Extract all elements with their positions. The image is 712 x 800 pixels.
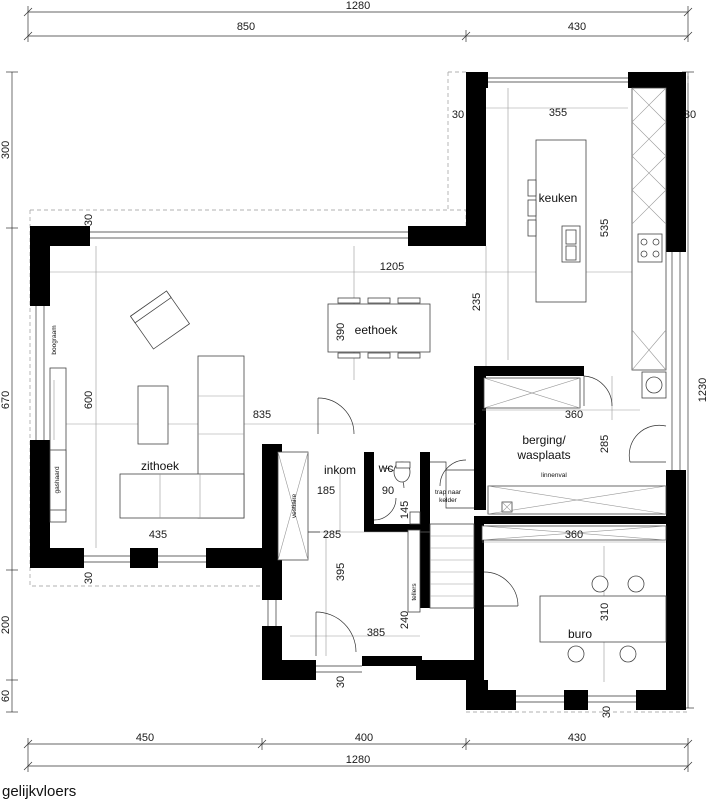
stairs xyxy=(429,461,475,609)
dining-table xyxy=(327,297,431,359)
dim-left-670: 670 xyxy=(0,391,12,409)
dim-435: 435 xyxy=(149,529,167,541)
label-trap-naar: trap naar xyxy=(435,489,462,496)
dim-30-bottom-right: 30 xyxy=(601,706,613,718)
label-keuken: keuken xyxy=(539,191,578,205)
kitchen-furniture xyxy=(527,87,667,371)
label-tellers: tellers xyxy=(411,583,418,601)
dim-bottom-mid: 400 xyxy=(355,732,373,744)
plan-caption: gelijkvloers xyxy=(2,783,76,800)
dim-30-top-a: 30 xyxy=(452,109,464,121)
dim-30-bottom-mid: 30 xyxy=(335,676,347,688)
dim-bottom-right: 430 xyxy=(568,732,586,744)
label-buro: buro xyxy=(568,627,592,641)
dim-total-width-bottom: 1280 xyxy=(346,754,370,766)
dim-395: 395 xyxy=(335,563,347,581)
dim-left-300: 300 xyxy=(0,141,12,159)
label-linnenval: linnenval xyxy=(541,472,567,479)
label-boograam: boograam xyxy=(51,325,58,354)
dim-240: 240 xyxy=(399,611,411,629)
dim-left-60: 60 xyxy=(0,690,12,702)
dim-390: 390 xyxy=(335,323,347,341)
dim-360-a: 360 xyxy=(565,409,583,421)
label-wc: wc xyxy=(378,461,394,475)
dim-385: 385 xyxy=(367,627,385,639)
dim-30-top-b: 30 xyxy=(684,109,696,121)
bottom-dimension-lines xyxy=(23,738,693,772)
dim-600: 600 xyxy=(83,391,95,409)
label-vestiaire: vestiaire xyxy=(291,494,298,519)
dim-90: 90 xyxy=(382,485,394,497)
dim-235: 235 xyxy=(471,293,483,311)
dim-835: 835 xyxy=(253,409,271,421)
label-zithoek: zithoek xyxy=(141,459,180,473)
dim-355: 355 xyxy=(549,107,567,119)
top-dimension-lines xyxy=(23,6,693,42)
dim-535: 535 xyxy=(599,219,611,237)
dim-top-left: 850 xyxy=(237,21,255,33)
dim-top-right: 430 xyxy=(568,21,586,33)
dim-right-1230: 1230 xyxy=(697,378,709,402)
left-dimension-lines xyxy=(6,71,18,713)
dim-30-left-top: 30 xyxy=(83,214,95,226)
dim-310: 310 xyxy=(599,603,611,621)
label-berging: berging/ xyxy=(522,433,566,447)
desk xyxy=(539,575,667,663)
dim-1205: 1205 xyxy=(380,261,404,273)
label-inkom: inkom xyxy=(324,463,356,477)
windows xyxy=(35,77,681,703)
label-eethoek: eethoek xyxy=(355,323,399,337)
dim-285-a: 285 xyxy=(599,435,611,453)
label-wasplaats: wasplaats xyxy=(516,448,570,462)
dim-285-b: 285 xyxy=(323,529,341,541)
living-furniture xyxy=(49,290,245,523)
dim-left-200: 200 xyxy=(0,616,12,634)
dim-360-b: 360 xyxy=(565,529,583,541)
wc-fixtures xyxy=(393,461,421,525)
doors xyxy=(290,375,667,656)
dim-bottom-left: 450 xyxy=(136,732,154,744)
dim-145: 145 xyxy=(399,501,411,519)
dim-total-width-top: 1280 xyxy=(346,0,370,12)
dim-185: 185 xyxy=(317,485,335,497)
walls xyxy=(30,72,686,710)
label-gashaard: gashaard xyxy=(54,466,61,493)
label-kelder: kelder xyxy=(439,497,458,504)
storage-cabinets xyxy=(277,371,667,613)
dim-30-left-bottom: 30 xyxy=(83,572,95,584)
